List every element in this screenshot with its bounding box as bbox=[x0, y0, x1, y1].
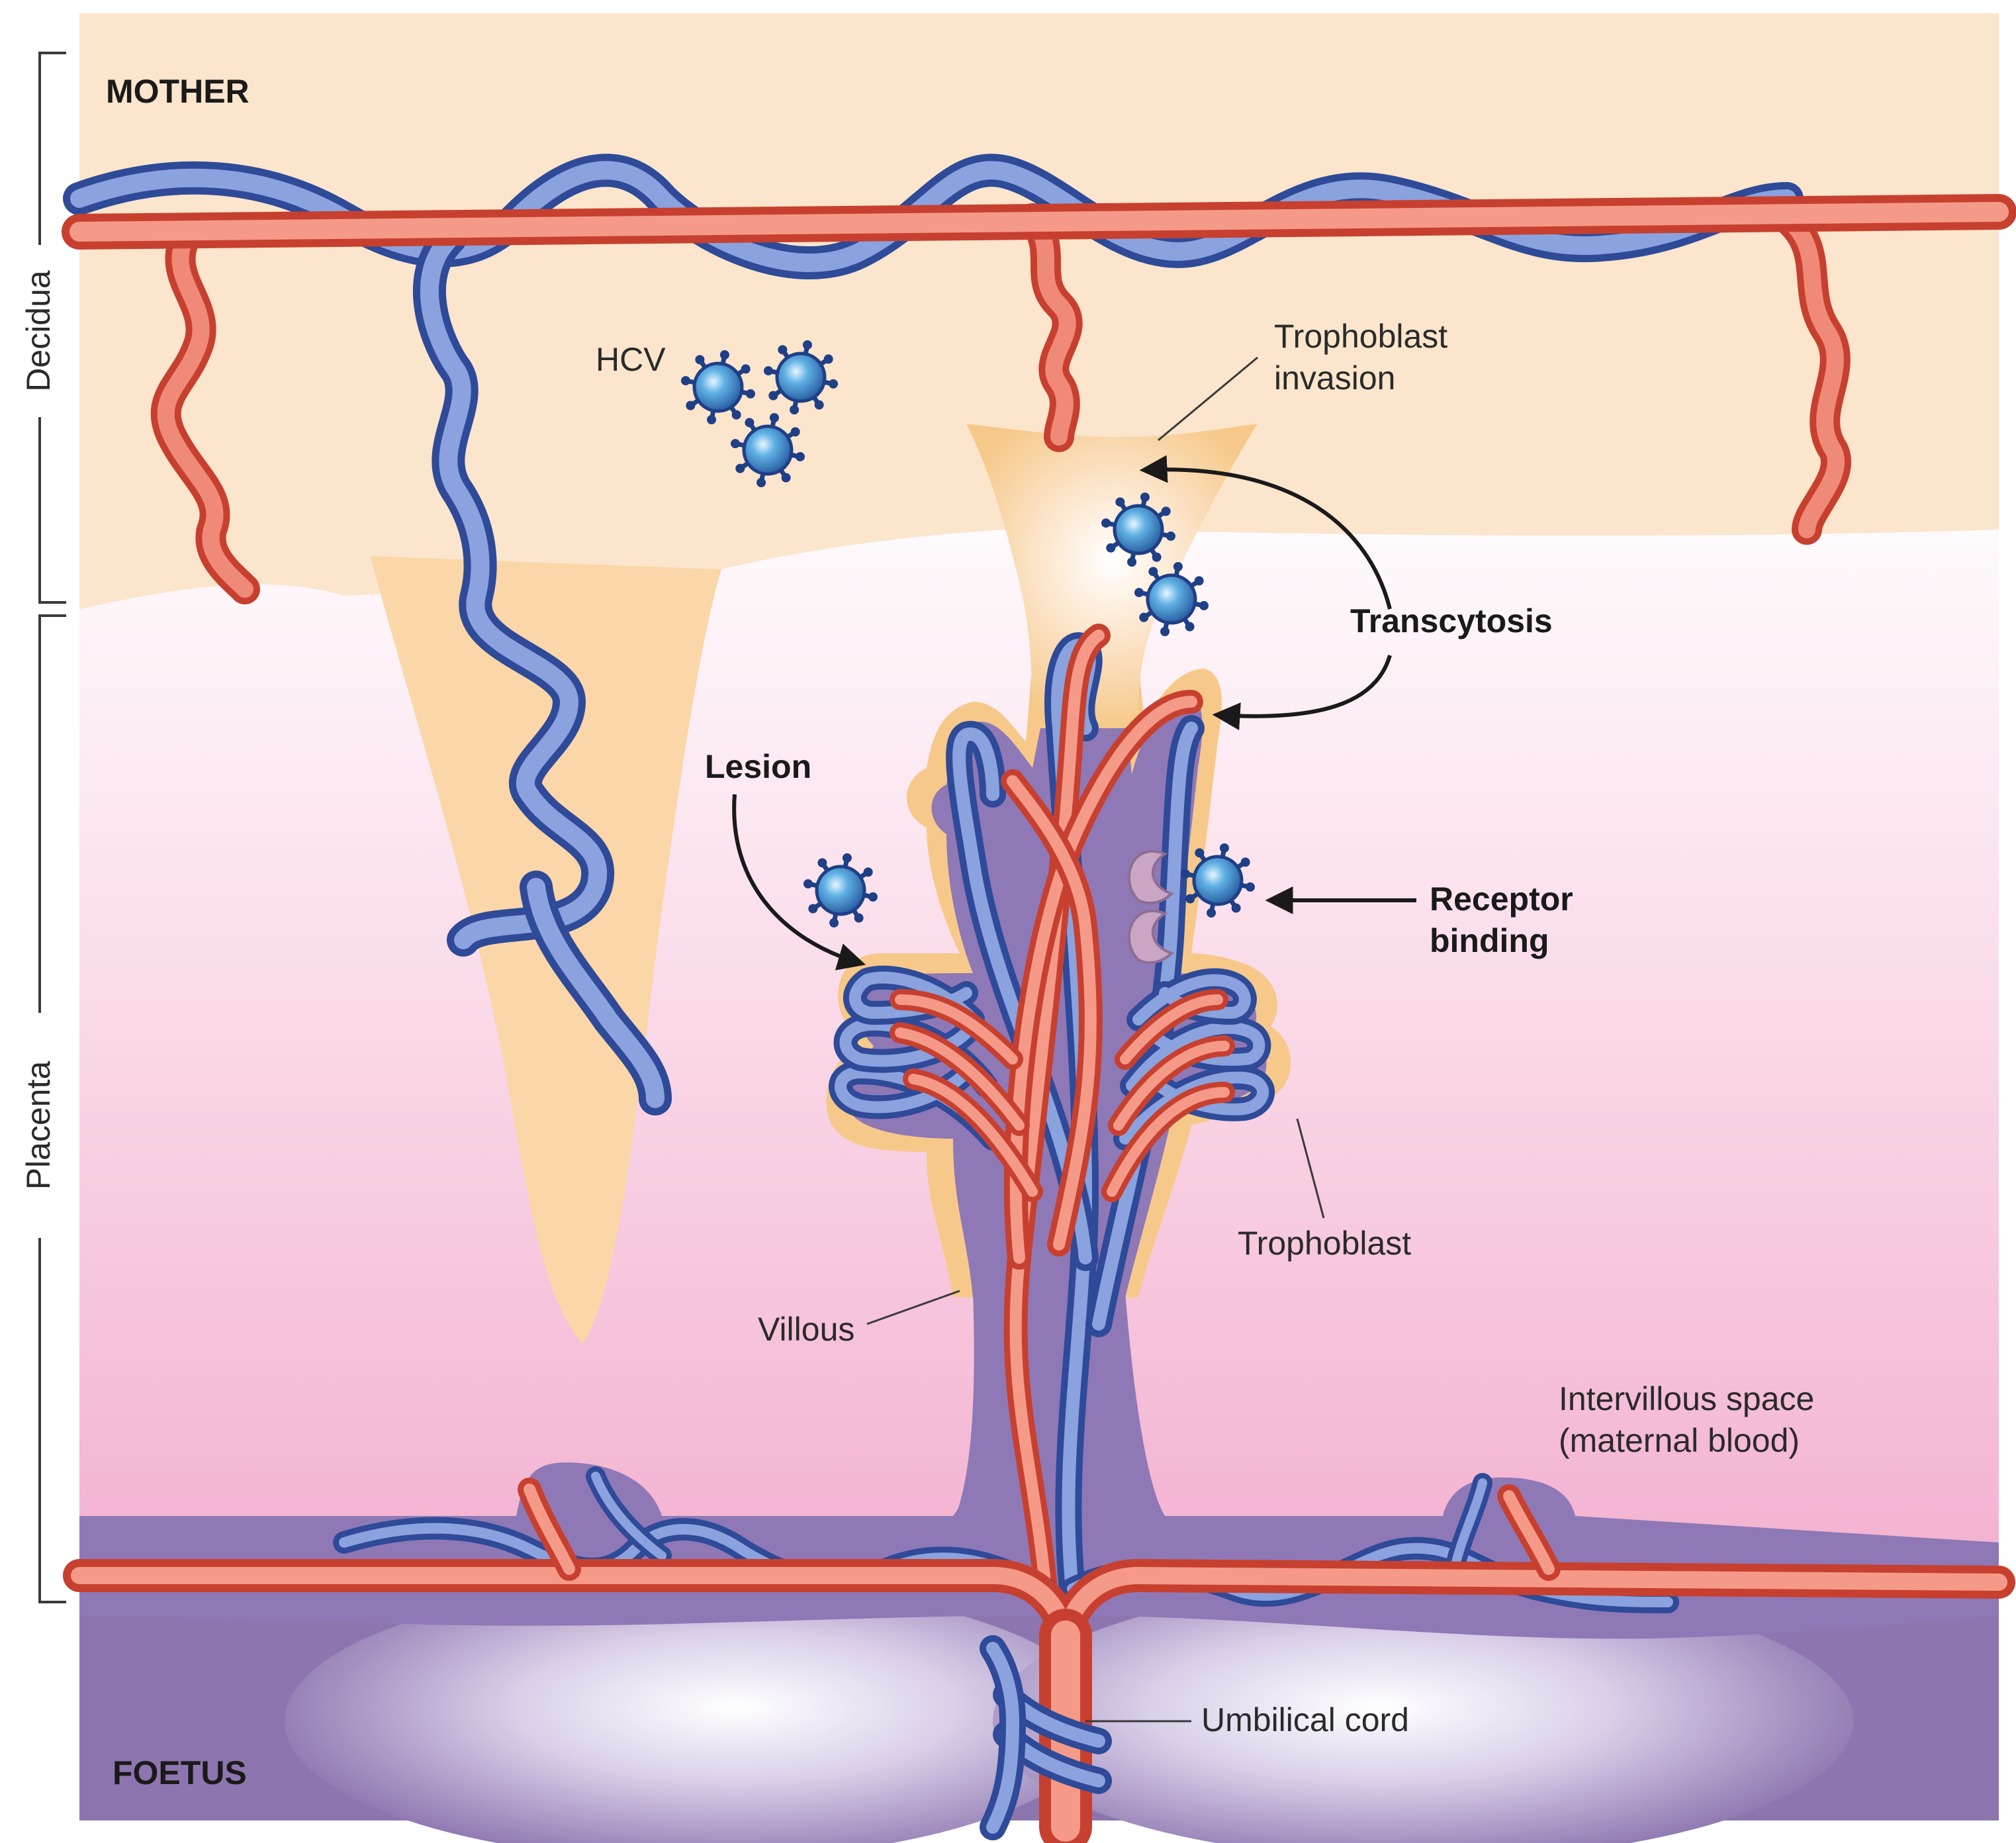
intervillous-label-line1: Intervillous space bbox=[1559, 1380, 1814, 1417]
hcv-virions bbox=[680, 340, 1256, 928]
hcv-virion-icon bbox=[803, 853, 878, 928]
transcytosis-arrow-lower bbox=[1212, 655, 1392, 731]
villous-vessels bbox=[829, 624, 1275, 1602]
trophoblast-invasion-label-line2: invasion bbox=[1274, 359, 1395, 397]
foetus-highlight-right bbox=[993, 1582, 1853, 1843]
hcv-virion-icon bbox=[680, 350, 756, 425]
trophoblast-invasion-label-line1: Trophoblast bbox=[1274, 318, 1447, 355]
transcytosis-label: Transcytosis bbox=[1350, 602, 1553, 639]
villous-label: Villous bbox=[758, 1311, 854, 1348]
trophoblast-label: Trophoblast bbox=[1238, 1225, 1411, 1262]
receptor-bottom bbox=[1127, 910, 1174, 965]
hcv-virion-icon bbox=[1101, 492, 1176, 567]
trophoblast-leader bbox=[1296, 1118, 1325, 1219]
umbilical-cord bbox=[980, 1609, 1112, 1843]
hcv-virion-icon bbox=[730, 412, 805, 488]
hcv-virion-icon bbox=[1134, 561, 1209, 637]
hcv-virion-icon bbox=[1180, 843, 1256, 918]
umbilical-cord-label: Umbilical cord bbox=[1201, 1701, 1409, 1738]
hcv-label: HCV bbox=[596, 341, 666, 378]
lesion-label: Lesion bbox=[705, 748, 811, 785]
decidua-lower-edge bbox=[79, 503, 1999, 609]
receptors bbox=[1127, 850, 1174, 965]
spiral-arteries bbox=[150, 203, 1851, 604]
placenta-label: Placenta bbox=[20, 1061, 57, 1190]
receptor-top bbox=[1127, 850, 1174, 905]
intervillous-label-line2: (maternal blood) bbox=[1559, 1422, 1800, 1459]
invasion-leader bbox=[1158, 356, 1258, 442]
foetus-label: FOETUS bbox=[113, 1754, 247, 1791]
trophoblast-invasion bbox=[966, 424, 1258, 728]
foetus-highlight-left bbox=[285, 1582, 1105, 1843]
decidua-label: Decidua bbox=[20, 270, 57, 392]
transcytosis-arrow-upper bbox=[1139, 455, 1392, 610]
blood-vessels bbox=[62, 154, 2016, 1843]
receptor-binding-label-line1: Receptor bbox=[1430, 880, 1573, 918]
villous-leader bbox=[866, 1290, 960, 1325]
leader-lines bbox=[866, 356, 1325, 1723]
arrows bbox=[732, 455, 1416, 970]
receptor-binding-label-line2: binding bbox=[1430, 922, 1549, 959]
mother-label: MOTHER bbox=[106, 73, 250, 110]
hcv-virion-icon bbox=[763, 340, 839, 415]
lesion-arrow bbox=[732, 794, 866, 970]
